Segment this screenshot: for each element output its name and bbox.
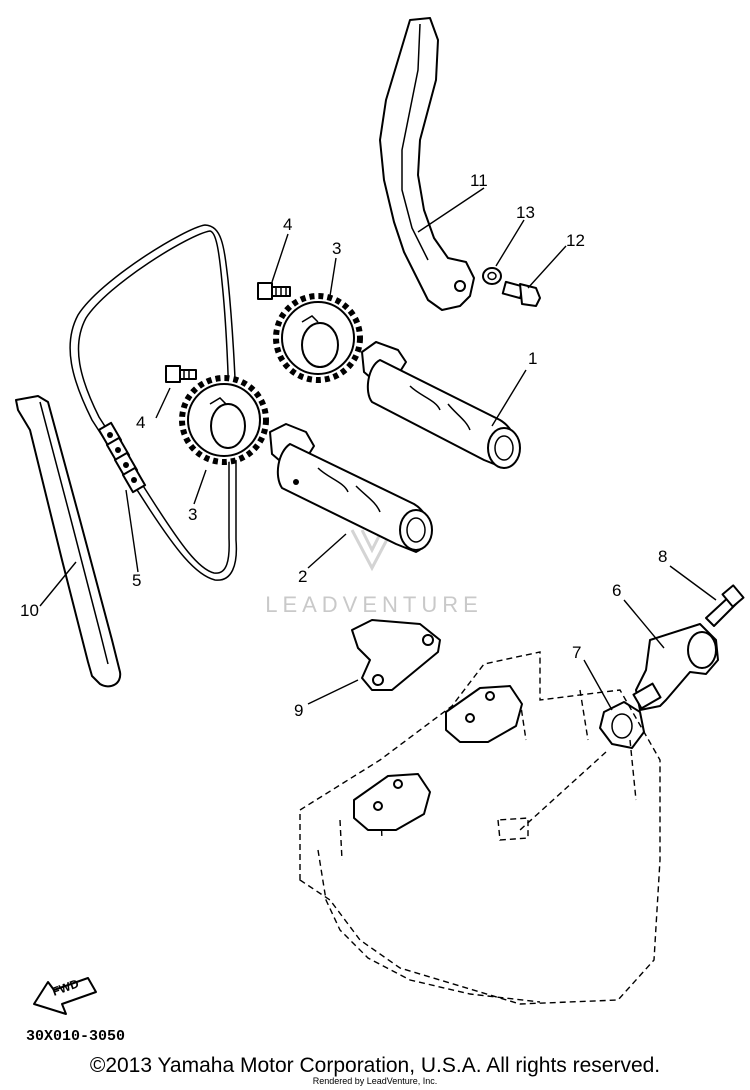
valve-rocker-upper	[445, 685, 523, 743]
callout-9: 9	[294, 701, 303, 720]
camshaft-exhaust	[361, 341, 521, 469]
callout-4-lower: 4	[136, 413, 145, 432]
tensioner-bolt	[705, 584, 745, 627]
callout-7: 7	[572, 643, 581, 662]
rendered-by-credit: Rendered by LeadVenture, Inc.	[312, 1076, 438, 1086]
chain-guide-front	[15, 395, 122, 688]
leader-lines	[39, 187, 717, 711]
callout-4-upper: 4	[283, 215, 292, 234]
tensioner-cover-plate	[351, 619, 441, 691]
cam-chain	[69, 224, 238, 581]
guide-bolt	[501, 280, 541, 307]
part-callouts: 1 2 3 3 4 4 5 6 7 8 9 10 11 12 13	[20, 171, 667, 720]
valve-rocker-lower	[353, 773, 431, 831]
cam-chain-tensioner	[632, 623, 719, 711]
callout-3-upper: 3	[332, 239, 341, 258]
callout-1: 1	[528, 349, 537, 368]
callout-11: 11	[470, 171, 488, 190]
callout-5: 5	[132, 571, 141, 590]
sprocket-bolt-upper	[257, 282, 291, 300]
cam-sprocket-lower	[179, 375, 269, 465]
copyright-notice: ©2013 Yamaha Motor Corporation, U.S.A. A…	[89, 1054, 661, 1077]
camshaft-intake	[269, 423, 433, 553]
callout-12: 12	[566, 231, 585, 250]
cam-sprocket-upper	[273, 293, 363, 383]
callout-13: 13	[516, 203, 535, 222]
callout-2: 2	[298, 567, 307, 586]
chain-guide-rear	[379, 17, 475, 311]
svg-text:LEADVENTURE: LEADVENTURE	[265, 592, 483, 617]
tensioner-gasket	[599, 701, 645, 749]
washer	[482, 267, 502, 285]
sprocket-bolt-lower	[165, 365, 197, 383]
callout-3-lower: 3	[188, 505, 197, 524]
fwd-arrow-icon: FWD	[33, 976, 97, 1015]
chain-link-detail	[97, 421, 147, 494]
figure-code: 30X010-3050	[26, 1028, 125, 1045]
leadventure-watermark: LEADVENTURE	[265, 529, 483, 617]
callout-8: 8	[658, 547, 667, 566]
callout-10: 10	[20, 601, 39, 620]
callout-6: 6	[612, 581, 621, 600]
